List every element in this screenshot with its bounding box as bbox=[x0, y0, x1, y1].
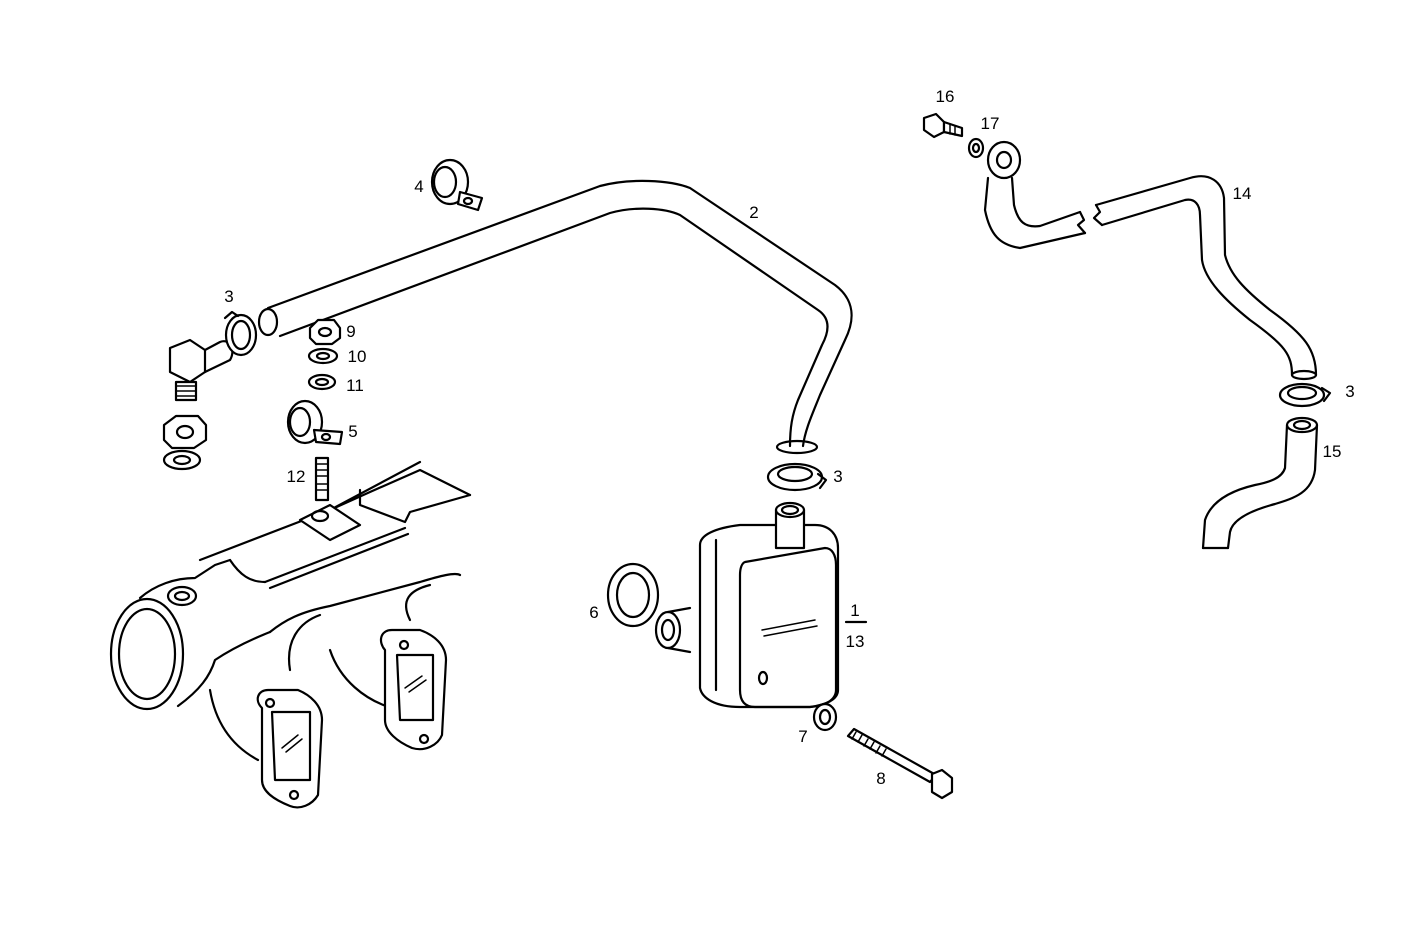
hose-clamp-3-middle bbox=[766, 462, 828, 492]
hose-clamp-3-left bbox=[223, 310, 258, 357]
washer-17 bbox=[967, 137, 985, 159]
label-5: 5 bbox=[348, 422, 357, 441]
washer-left bbox=[162, 449, 202, 471]
label-9: 9 bbox=[346, 322, 355, 341]
label-10: 10 bbox=[348, 347, 367, 366]
label-6: 6 bbox=[589, 603, 598, 622]
callout-labels: 1 13 2 3 3 3 4 5 6 7 8 9 10 11 12 14 15 … bbox=[224, 87, 1354, 788]
manifold-gasket-left bbox=[256, 688, 324, 809]
label-7: 7 bbox=[798, 727, 807, 746]
label-2: 2 bbox=[749, 203, 758, 222]
label-15: 15 bbox=[1323, 442, 1342, 461]
seal-ring-6 bbox=[606, 562, 660, 628]
elbow-fitting bbox=[168, 338, 234, 402]
label-12: 12 bbox=[287, 467, 306, 486]
pipe-clip-4 bbox=[430, 158, 484, 212]
label-3-right: 3 bbox=[1345, 382, 1354, 401]
hose-15 bbox=[1201, 416, 1319, 550]
hex-nut bbox=[162, 414, 208, 450]
bolt-8 bbox=[846, 727, 954, 800]
label-14: 14 bbox=[1233, 184, 1252, 203]
washer-10 bbox=[307, 347, 339, 365]
label-11: 11 bbox=[346, 376, 364, 395]
banjo-bolt-16 bbox=[922, 112, 964, 139]
hose-clamp-3-right bbox=[1278, 382, 1332, 408]
manifold-gasket-right bbox=[379, 628, 448, 751]
washer-7 bbox=[812, 702, 838, 732]
label-1: 1 bbox=[850, 601, 859, 620]
nut-9 bbox=[308, 318, 342, 346]
breather-pipe-2 bbox=[257, 179, 853, 455]
label-3-left: 3 bbox=[224, 287, 233, 306]
label-8: 8 bbox=[876, 769, 885, 788]
label-16: 16 bbox=[936, 87, 955, 106]
label-17: 17 bbox=[981, 114, 1000, 133]
hose-14 bbox=[983, 140, 1318, 381]
oil-separator-1-13 bbox=[654, 501, 868, 709]
stud-12 bbox=[314, 456, 330, 502]
pipe-clip-5 bbox=[286, 399, 344, 446]
label-4: 4 bbox=[414, 177, 423, 196]
label-13: 13 bbox=[846, 632, 865, 651]
label-3-middle: 3 bbox=[833, 467, 842, 486]
washer-11 bbox=[307, 373, 337, 391]
exhaust-manifold bbox=[109, 460, 472, 809]
